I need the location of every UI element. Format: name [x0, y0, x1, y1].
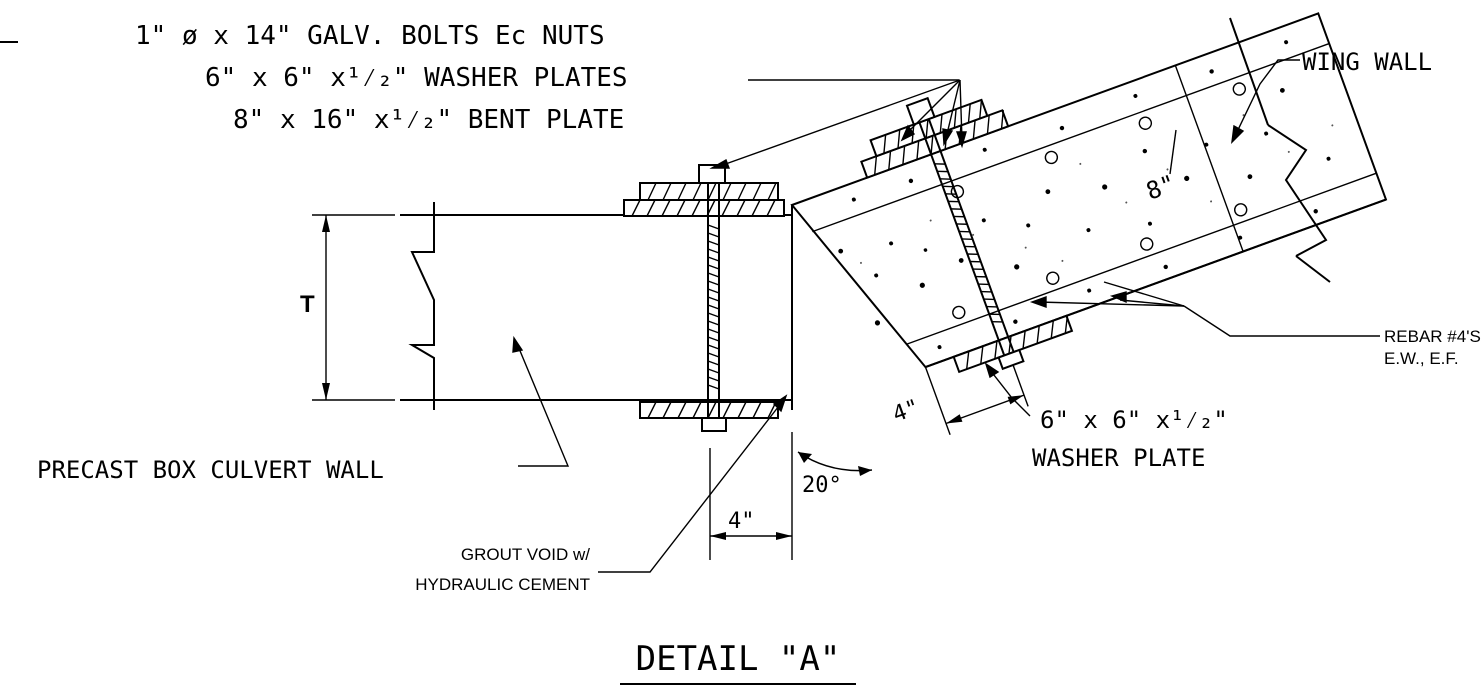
- bolt-offset-label: 4": [890, 395, 923, 428]
- washer-plate-bottom-note-line2: WASHER PLATE: [1032, 444, 1205, 472]
- rebar-note-line2: E.W., E.F.: [1384, 349, 1459, 368]
- grout-note-line1: GROUT VOID w/: [461, 545, 590, 564]
- bent-plate-top: [623, 182, 785, 217]
- gap-dimension: [709, 448, 792, 560]
- washer-plate-bottom-note-line1: 6" x 6" x¹⁄₂": [1040, 406, 1228, 434]
- thickness-label: T: [300, 291, 315, 318]
- wing-wall: [790, 12, 1388, 436]
- grout-note-line2: HYDRAULIC CEMENT: [415, 575, 590, 594]
- gap-dimension-label: 4": [728, 509, 755, 534]
- bolts-note: 1" ø x 14" GALV. BOLTS Ec NUTS: [135, 21, 605, 51]
- culvert-wall: [400, 202, 793, 410]
- angle-dimension: [791, 432, 873, 560]
- bent-plate-note: 8" x 16" x¹⁄₂" BENT PLATE: [233, 105, 624, 135]
- bolt-culvert: [698, 164, 727, 432]
- angle-label: 20°: [802, 473, 842, 498]
- wing-wall-break: [1229, 17, 1331, 283]
- break-line: [408, 202, 435, 410]
- washer-plates-note: 6" x 6" x¹⁄₂" WASHER PLATES: [205, 63, 628, 93]
- thickness-dimension: [312, 214, 395, 401]
- rebar-note-line1: REBAR #4'S @ 12": [1384, 327, 1484, 346]
- leaders: [512, 59, 1380, 573]
- detail-title: DETAIL "A": [636, 639, 841, 679]
- wing-wall-note: WING WALL: [1302, 48, 1432, 76]
- culvert-wall-note: PRECAST BOX CULVERT WALL: [37, 456, 384, 484]
